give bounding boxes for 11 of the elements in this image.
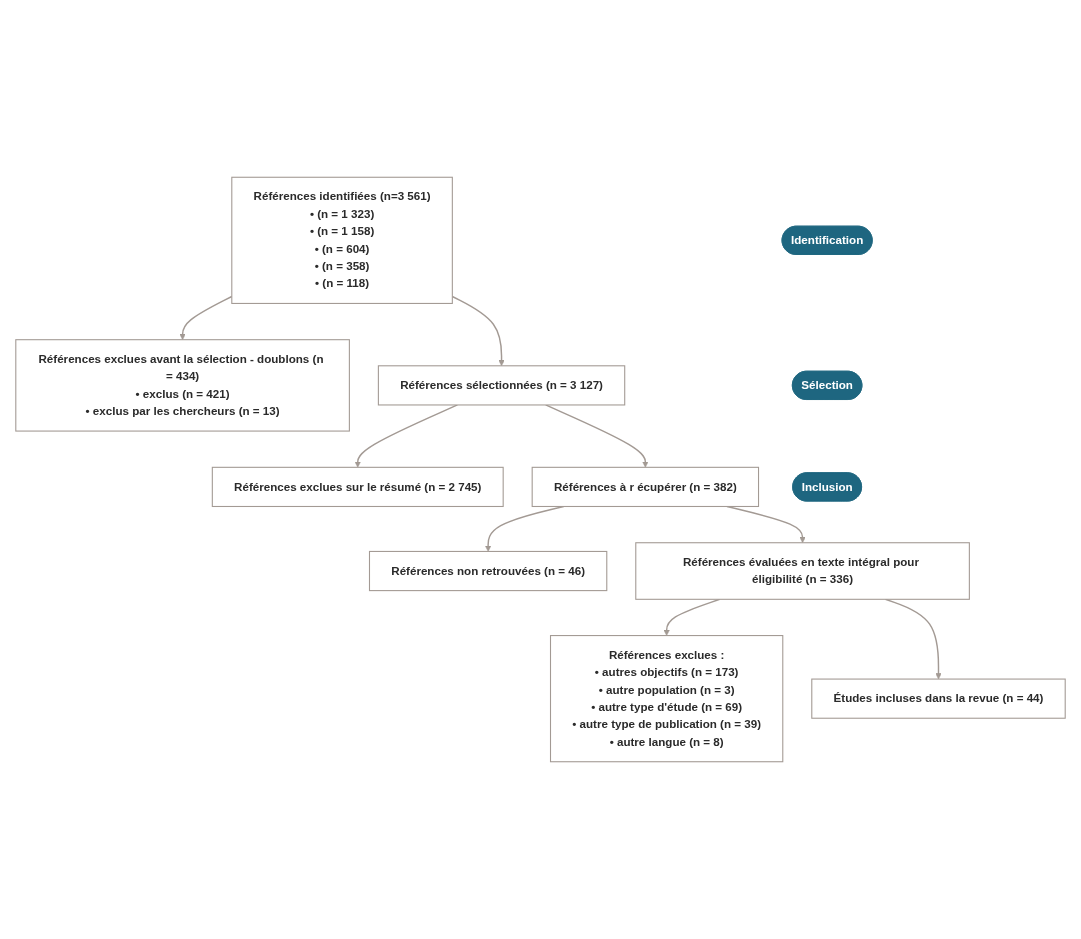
node-box: Références non retrouvées (n = 46) — [368, 550, 608, 592]
node-box: Références exclues avant la sélection - doublons (n = 434) • exclus (n = 421) • exclus par les chercheurs (n = 13) — [15, 339, 350, 432]
arrow — [544, 404, 649, 468]
node-box: Références évaluées en texte intégral pour éligibilité (n = 336) — [635, 542, 970, 600]
node-box: Références exclues sur le résumé (n = 2 745) — [211, 466, 504, 508]
node-box: Références à r écupérer (n = 382) — [531, 466, 760, 508]
node-box: Études incluses dans la revue (n = 44) — [811, 678, 1066, 719]
node-box: Références exclues : • autres objectifs (n = 173) • autre population (n = 3) • autre type d'étude (n = 69) • autre type de publication (n = 39) • autre langue (n = 8) — [549, 635, 784, 763]
node-box: Références sélectionnées (n = 3 127) — [377, 365, 626, 406]
node-box: Références identifiées (n=3 561) • (n = 1 323) • (n = 1 158) • (n = 604) • (n = 358) • (n = 118) — [231, 176, 453, 304]
arrow — [354, 404, 459, 468]
